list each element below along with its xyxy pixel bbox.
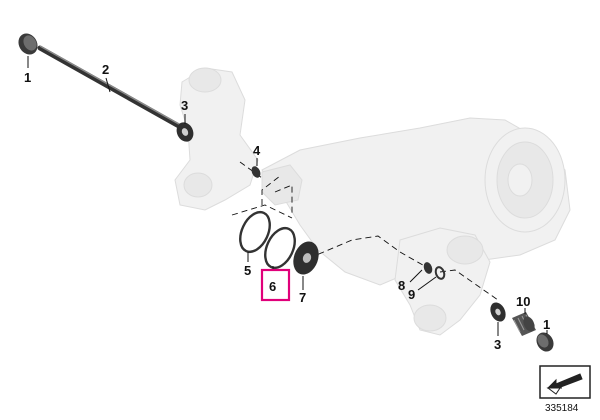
callout-10: 10 (516, 294, 530, 309)
ring-9 (434, 266, 446, 280)
washer-8 (423, 262, 433, 274)
callout-5: 5 (244, 263, 251, 278)
callout-1-top: 1 (24, 70, 31, 85)
assembly-guide-lines (231, 161, 499, 301)
callout-9: 9 (408, 287, 415, 302)
callout-labels: 1 2 3 4 5 6 7 8 9 10 1 3 (24, 62, 550, 352)
snap-ring-6 (264, 226, 296, 270)
callout-3-bottom: 3 (494, 337, 501, 352)
callout-7: 7 (299, 290, 306, 305)
washer-bottom (490, 302, 506, 322)
washer-top (176, 122, 194, 142)
axle-carrier-housing (174, 67, 571, 336)
callout-4: 4 (253, 143, 261, 158)
direction-arrow-icon (539, 365, 591, 399)
snap-ring-5 (239, 210, 271, 254)
callout-2: 2 (102, 62, 109, 77)
callout-6: 6 (269, 279, 276, 294)
long-bolt (37, 45, 189, 133)
small-bushing (251, 166, 261, 178)
callout-3-top: 3 (181, 98, 188, 113)
thrust-disc (293, 241, 319, 275)
callout-1-right: 1 (543, 317, 550, 332)
threaded-sleeve (512, 312, 536, 336)
bolt-cap-top (18, 33, 38, 55)
reference-number: 335184 (545, 403, 579, 414)
callout-8: 8 (398, 278, 405, 293)
bolt-cap-bottom (536, 332, 554, 352)
highlight-box-callout-6 (260, 268, 291, 302)
